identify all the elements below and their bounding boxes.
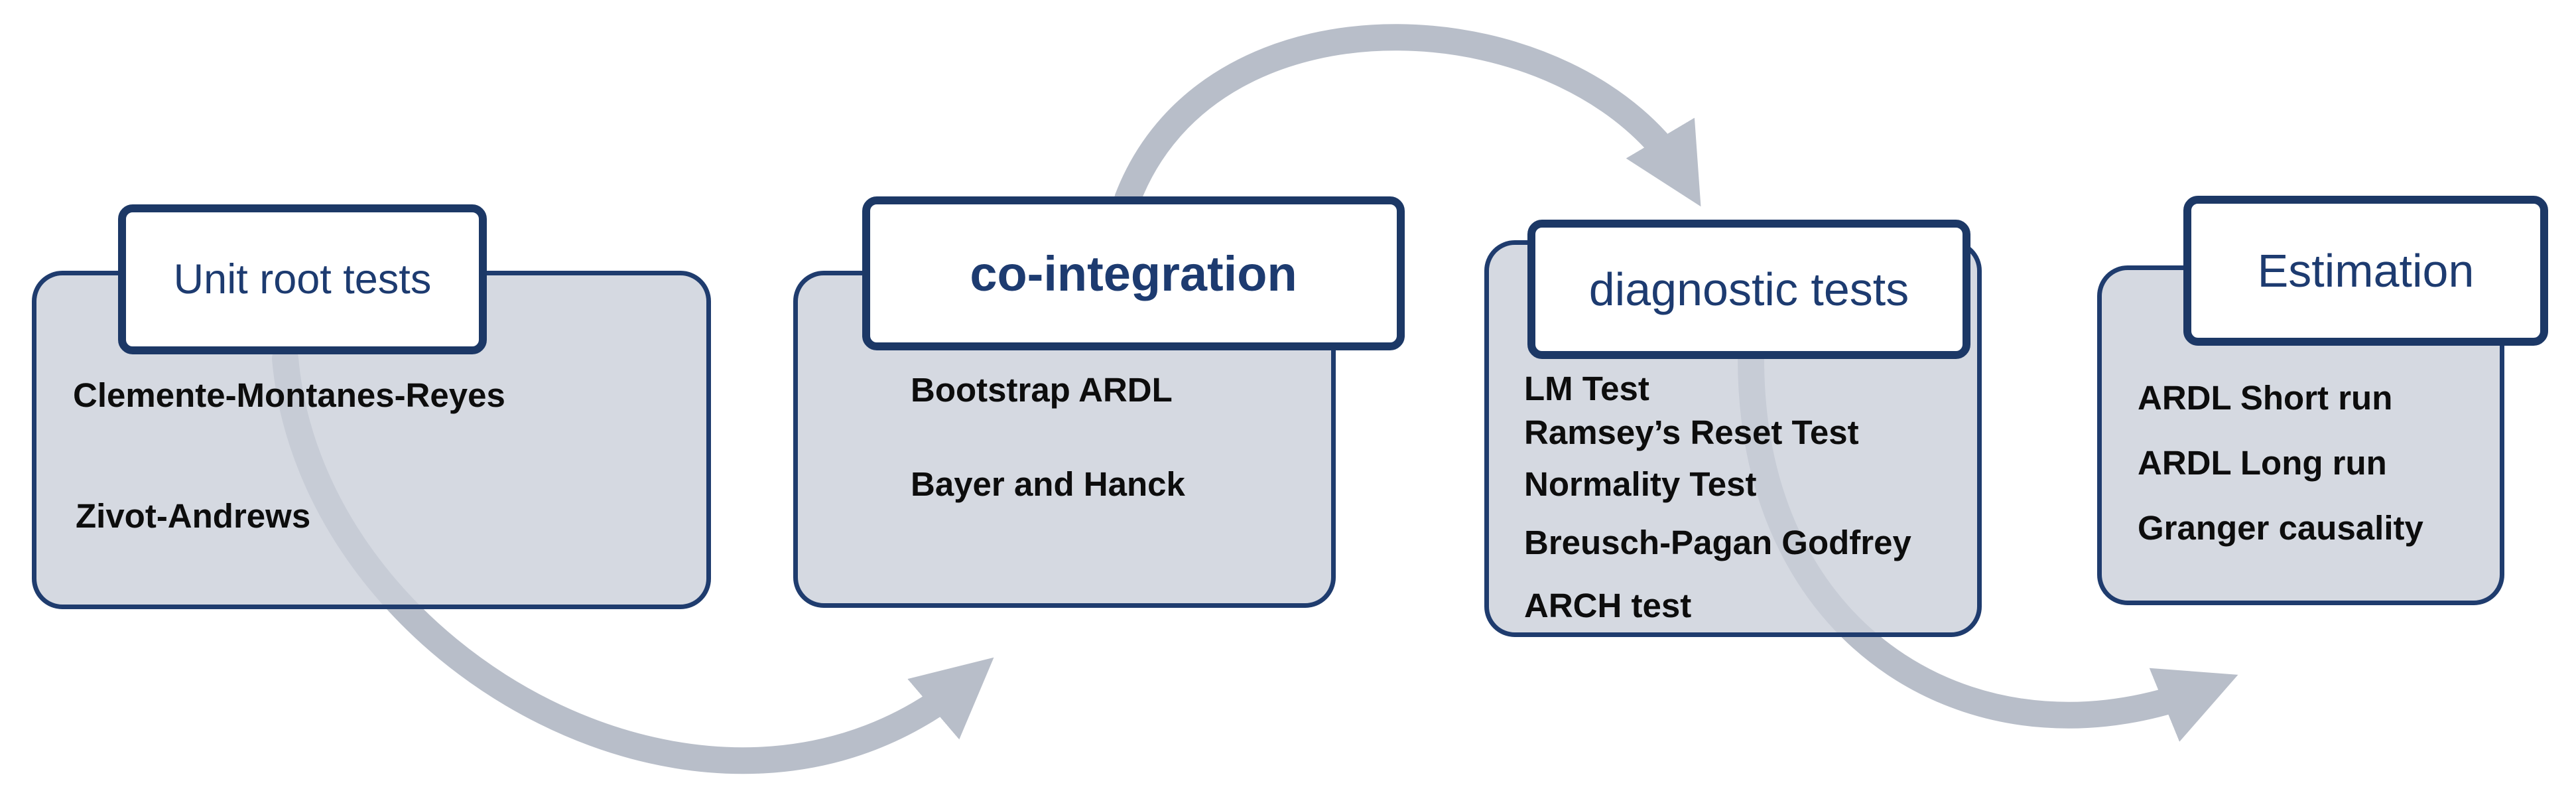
estimation-title-box: Estimation bbox=[2183, 196, 2548, 346]
cointegration-item: Bayer and Hanck bbox=[911, 465, 1185, 503]
diagnostic-item: Normality Test bbox=[1524, 465, 1757, 503]
cointegration-title-box: co-integration bbox=[862, 196, 1405, 350]
diagnostic-title: diagnostic tests bbox=[1588, 263, 1909, 315]
unit-root-item: Clemente-Montanes-Reyes bbox=[73, 376, 505, 414]
estimation-title: Estimation bbox=[2257, 245, 2475, 297]
diagnostic-title-box: diagnostic tests bbox=[1527, 220, 1970, 359]
estimation-item: Granger causality bbox=[2138, 509, 2423, 547]
estimation-item: ARDL Long run bbox=[2138, 444, 2387, 482]
diagnostic-item: LM Test bbox=[1524, 370, 1649, 407]
diagnostic-item: Ramsey’s Reset Test bbox=[1524, 413, 1859, 451]
diagnostic-item: ARCH test bbox=[1524, 587, 1692, 624]
cointegration-item: Bootstrap ARDL bbox=[911, 371, 1173, 409]
diagnostic-item: Breusch-Pagan Godfrey bbox=[1524, 524, 1911, 561]
arrow-cointegration-to-diagnostic bbox=[1114, 24, 1701, 212]
unit-root-title-box: Unit root tests bbox=[118, 204, 487, 354]
cointegration-title: co-integration bbox=[970, 246, 1297, 301]
estimation-item: ARDL Short run bbox=[2138, 379, 2393, 417]
unit-root-item: Zivot-Andrews bbox=[76, 497, 311, 535]
unit-root-title: Unit root tests bbox=[173, 256, 432, 303]
